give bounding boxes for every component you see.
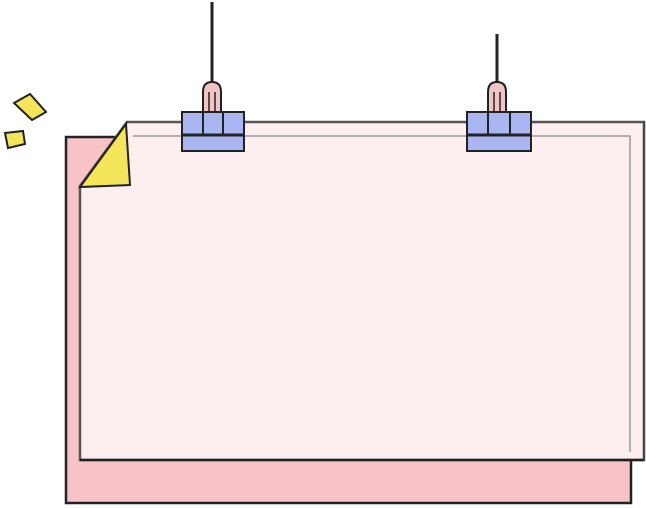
- front-sheet: [78, 120, 646, 462]
- confetti-icon: [3, 92, 48, 150]
- left-binder-clip-icon: [181, 80, 245, 152]
- left-hanging-clip: [181, 2, 245, 152]
- right-binder-clip-icon: [466, 80, 532, 152]
- right-hanging-clip: [466, 34, 532, 152]
- folded-corner-icon: [77, 121, 132, 189]
